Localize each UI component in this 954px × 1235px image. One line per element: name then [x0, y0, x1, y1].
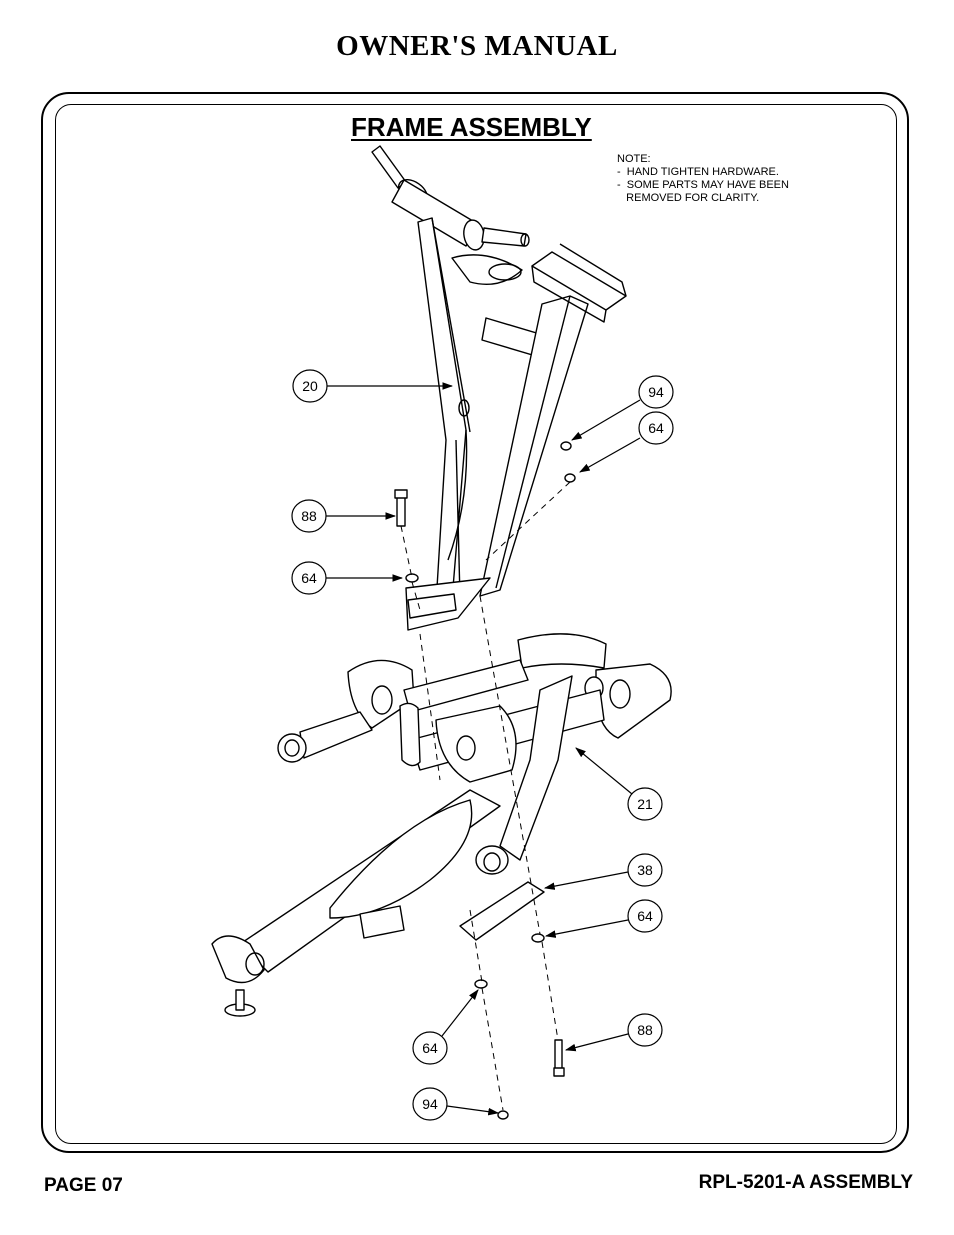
callout-label: 88 — [637, 1022, 653, 1038]
upright-frame-part — [371, 145, 627, 631]
callout-bubble — [627, 899, 663, 933]
callout-label: 94 — [648, 384, 664, 400]
leader-line — [544, 919, 629, 938]
plate-38 — [459, 881, 545, 941]
leader-line — [441, 989, 479, 1037]
callout-label: 38 — [637, 862, 653, 878]
note-line: - HAND TIGHTEN HARDWARE. — [617, 166, 779, 178]
base-frame-part — [211, 633, 672, 1017]
lower-bolt-88 — [553, 1039, 565, 1077]
note-line: REMOVED FOR CLARITY. — [617, 192, 760, 204]
lower-washer-64-right — [531, 933, 545, 943]
alignment-lines — [400, 481, 571, 1111]
callout-label: 88 — [301, 508, 317, 524]
callout-bubble — [627, 853, 663, 887]
leader-line — [564, 1033, 629, 1052]
upper-washer-64-right — [564, 473, 576, 483]
callout-bubble — [638, 411, 674, 445]
section-title: FRAME ASSEMBLY — [351, 112, 592, 142]
lower-washer-64-left — [474, 979, 488, 989]
manual-title: OWNER'S MANUAL — [336, 30, 618, 62]
leader-line — [579, 437, 641, 473]
note-line: - SOME PARTS MAY HAVE BEEN — [617, 179, 789, 191]
upper-washer-64 — [405, 573, 419, 583]
callout-label: 21 — [637, 796, 653, 812]
leader-line — [446, 1105, 500, 1116]
leader-line — [575, 747, 633, 795]
note-heading: NOTE: — [617, 153, 651, 165]
callout-label: 64 — [422, 1040, 438, 1056]
callout-bubble — [412, 1031, 448, 1065]
callout-label: 94 — [422, 1096, 438, 1112]
assembly-note: NOTE: - HAND TIGHTEN HARDWARE. - SOME PA… — [617, 153, 789, 205]
model-assembly-label: RPL-5201-A ASSEMBLY — [698, 1172, 913, 1193]
callout-label: 64 — [301, 570, 317, 586]
callout-bubble — [638, 375, 674, 409]
leader-line — [571, 399, 641, 441]
leader-line — [543, 871, 629, 890]
callout-bubble — [627, 1013, 663, 1047]
callout-bubble — [627, 787, 663, 821]
inner-frame-border — [55, 104, 897, 1144]
lower-nut-94 — [497, 1110, 509, 1120]
outer-frame-border — [41, 92, 909, 1153]
upper-bolt-88 — [394, 489, 408, 527]
callout-label: 64 — [637, 908, 653, 924]
page-number: PAGE 07 — [44, 1175, 123, 1196]
callout-bubble — [412, 1087, 448, 1121]
callout-label: 64 — [648, 420, 664, 436]
callout-label: 20 — [302, 378, 318, 394]
upper-nut-94 — [560, 441, 572, 451]
